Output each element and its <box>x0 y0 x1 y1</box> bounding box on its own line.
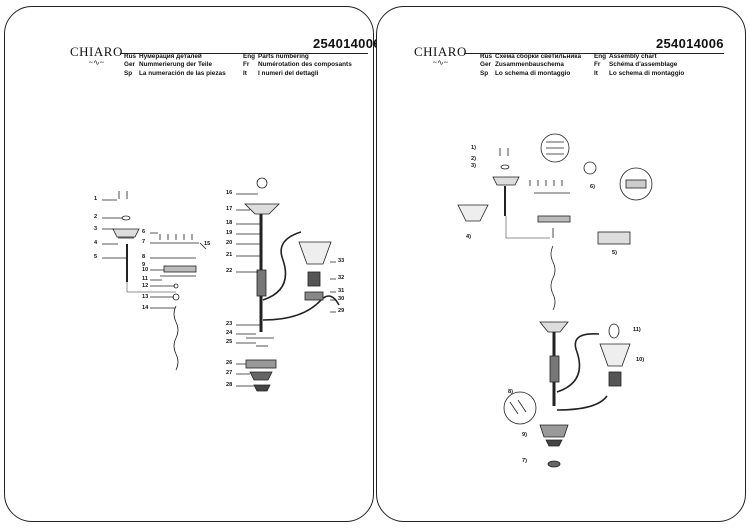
chiaro-logo: CHIARO ~∿~ <box>70 44 123 67</box>
part-num-16: 16 <box>226 190 233 196</box>
part-num-20: 20 <box>226 240 233 246</box>
part-num-2: 2 <box>94 214 98 220</box>
model-code-2: 254014006 <box>656 36 724 51</box>
step-6: 6) <box>590 184 595 190</box>
part-num-3: 3 <box>94 226 98 232</box>
part-num-9: 9 <box>142 262 146 268</box>
step-11: 11) <box>633 327 641 333</box>
part-num-23: 23 <box>226 321 233 327</box>
step-5: 5) <box>612 250 617 256</box>
step-9: 9) <box>522 432 527 438</box>
part-num-14: 14 <box>142 305 149 311</box>
part-num-17: 17 <box>226 206 233 212</box>
step-3: 3) <box>471 163 476 169</box>
part-num-27: 27 <box>226 370 233 376</box>
part-num-31: 31 <box>338 288 345 294</box>
header-rule <box>120 53 368 54</box>
part-num-19: 19 <box>226 230 233 236</box>
part-num-24: 24 <box>226 330 233 336</box>
step-2: 2) <box>471 156 476 162</box>
part-num-33: 33 <box>338 258 345 264</box>
part-num-30: 30 <box>338 296 345 302</box>
step-7: 7) <box>522 458 527 464</box>
model-code: 254014006 <box>313 36 381 51</box>
step-10: 10) <box>636 357 645 363</box>
brand-name-2: CHIARO <box>414 44 467 59</box>
part-num-29: 29 <box>338 308 345 314</box>
part-num-15: 15 <box>204 241 211 247</box>
header-rule-2 <box>464 53 724 54</box>
part-num-8: 8 <box>142 254 146 260</box>
part-num-12: 12 <box>142 283 149 289</box>
part-num-26: 26 <box>226 360 233 366</box>
part-num-32: 32 <box>338 275 345 281</box>
brand-swirl-2: ~∿~ <box>432 58 449 67</box>
step-1: 1) <box>471 145 476 151</box>
part-num-5: 5 <box>94 254 98 260</box>
step-4: 4) <box>466 234 471 240</box>
brand-name: CHIARO <box>70 44 123 59</box>
part-num-4: 4 <box>94 240 98 246</box>
part-num-22: 22 <box>226 268 233 274</box>
part-num-6: 6 <box>142 229 146 235</box>
part-num-21: 21 <box>226 252 233 258</box>
part-num-11: 11 <box>142 276 148 282</box>
part-num-10: 10 <box>142 267 149 273</box>
part-num-25: 25 <box>226 339 233 345</box>
chiaro-logo-2: CHIARO ~∿~ <box>414 44 467 67</box>
step-8: 8) <box>508 389 513 395</box>
part-num-7: 7 <box>142 239 146 245</box>
part-num-13: 13 <box>142 294 149 300</box>
part-num-1: 1 <box>94 196 98 202</box>
part-num-28: 28 <box>226 382 233 388</box>
brand-swirl: ~∿~ <box>88 58 105 67</box>
part-num-18: 18 <box>226 220 233 226</box>
